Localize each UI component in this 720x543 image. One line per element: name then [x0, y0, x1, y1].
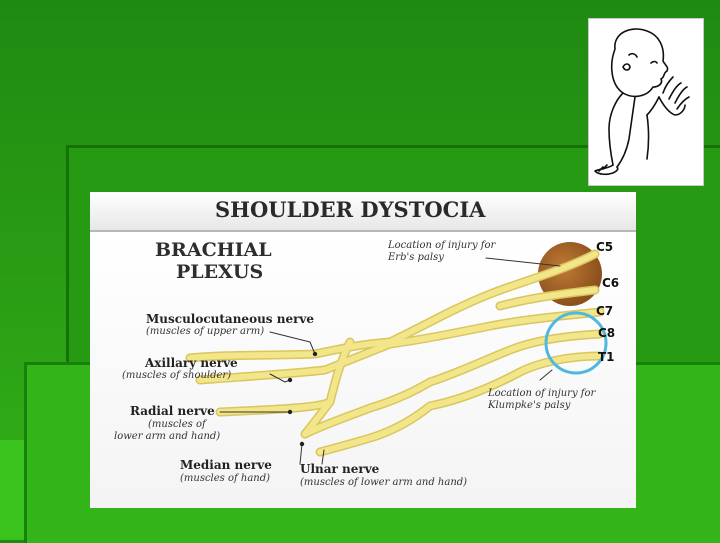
root-label-c5: C5 — [596, 240, 614, 254]
median-nerve-label: Median nerve — [180, 458, 272, 472]
klumpke-note-line-2: Klumpke's palsy — [488, 400, 571, 411]
klumpkes-palsy-marker — [544, 311, 608, 375]
root-label-c6: C6 — [602, 276, 620, 290]
ulnar-nerve-desc: (muscles of lower arm and hand) — [300, 477, 468, 488]
musculocutaneous-nerve-desc: (muscles of upper arm) — [146, 326, 265, 337]
median-nerve-desc: (muscles of hand) — [180, 473, 271, 484]
musculocutaneous-nerve-label: Musculocutaneous nerve — [146, 312, 315, 326]
erbs-note-line-1: Location of injury for — [388, 240, 496, 251]
diagram-title-bar: SHOULDER DYSTOCIA — [90, 192, 636, 232]
axillary-nerve-label: Axillary nerve — [145, 356, 238, 370]
background-panel-corner — [0, 440, 24, 540]
axillary-nerve-desc: (muscles of shoulder) — [122, 370, 232, 381]
heading-line-2: PLEXUS — [176, 261, 264, 283]
radial-nerve-label: Radial nerve — [130, 404, 215, 418]
radial-nerve-desc-1: (muscles of — [148, 419, 206, 430]
klumpke-note-line-1: Location of injury for — [488, 388, 596, 399]
root-label-c8: C8 — [598, 326, 616, 340]
root-label-c7: C7 — [596, 304, 614, 318]
diagram-title: SHOULDER DYSTOCIA — [215, 197, 486, 222]
nerve-illustration — [185, 242, 608, 465]
heading-line-1: BRACHIAL — [155, 239, 272, 261]
infant-arm-illustration — [588, 18, 704, 186]
erbs-note-line-2: Erb's palsy — [388, 252, 444, 263]
ulnar-nerve-label: Ulnar nerve — [300, 462, 380, 476]
radial-nerve-desc-2: lower arm and hand) — [114, 431, 221, 442]
brachial-plexus-diagram: BRACHIAL PLEXUS Musculocutaneous nerve (… — [90, 232, 636, 508]
root-label-t1: T1 — [598, 350, 615, 364]
shoulder-dystocia-diagram: SHOULDER DYSTOCIA — [90, 192, 636, 508]
